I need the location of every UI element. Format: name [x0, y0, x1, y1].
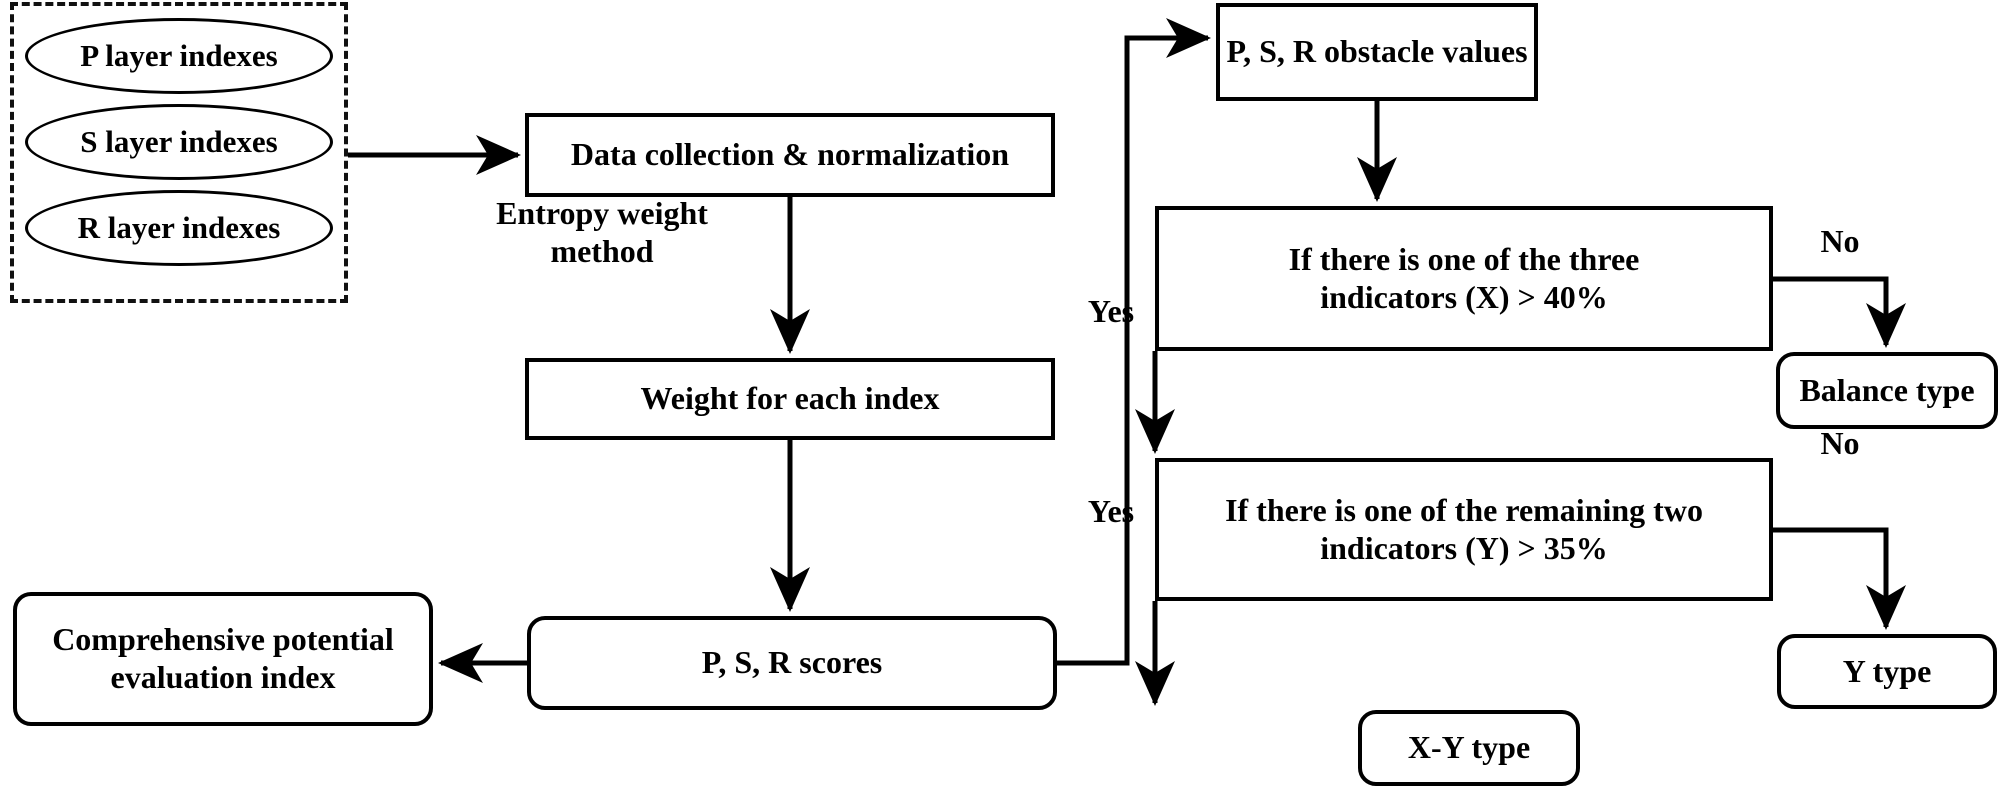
node-p-layer-indexes[interactable]: P layer indexes	[25, 18, 333, 94]
node-r-layer-indexes[interactable]: R layer indexes	[25, 190, 333, 266]
edge-label-entropy-weight-method: Entropy weight method	[496, 195, 708, 270]
node-s-layer-indexes[interactable]: S layer indexes	[25, 104, 333, 180]
index-layers-group-box	[10, 2, 348, 303]
node-psr-scores[interactable]: P, S, R scores	[527, 616, 1057, 710]
node-decision-remaining-two-indicators-y-35[interactable]: If there is one of the remaining two ind…	[1155, 458, 1773, 601]
edge-decision-one-no-to-balance-type	[1773, 276, 1906, 349]
edge-label-no-decision-one: No	[1820, 223, 1860, 259]
node-weight-for-each-index[interactable]: Weight for each index	[525, 358, 1055, 440]
node-psr-obstacle-values[interactable]: P, S, R obstacle values	[1216, 3, 1538, 101]
edge-label-no-decision-two: No	[1820, 425, 1860, 461]
node-xy-type[interactable]: X-Y type	[1358, 710, 1580, 786]
node-comprehensive-potential-evaluation-index[interactable]: Comprehensive potential evaluation index	[13, 592, 433, 726]
node-data-collection-normalization[interactable]: Data collection & normalization	[525, 113, 1055, 197]
edge-decision-two-no-to-y-type	[1773, 527, 1906, 631]
node-y-type[interactable]: Y type	[1777, 634, 1997, 709]
node-decision-three-indicators-x-40[interactable]: If there is one of the three indicators …	[1155, 206, 1773, 351]
node-balance-type[interactable]: Balance type	[1776, 352, 1998, 429]
edge-label-yes-decision-one: Yes	[1087, 293, 1135, 329]
edge-label-yes-decision-two: Yes	[1087, 493, 1135, 529]
